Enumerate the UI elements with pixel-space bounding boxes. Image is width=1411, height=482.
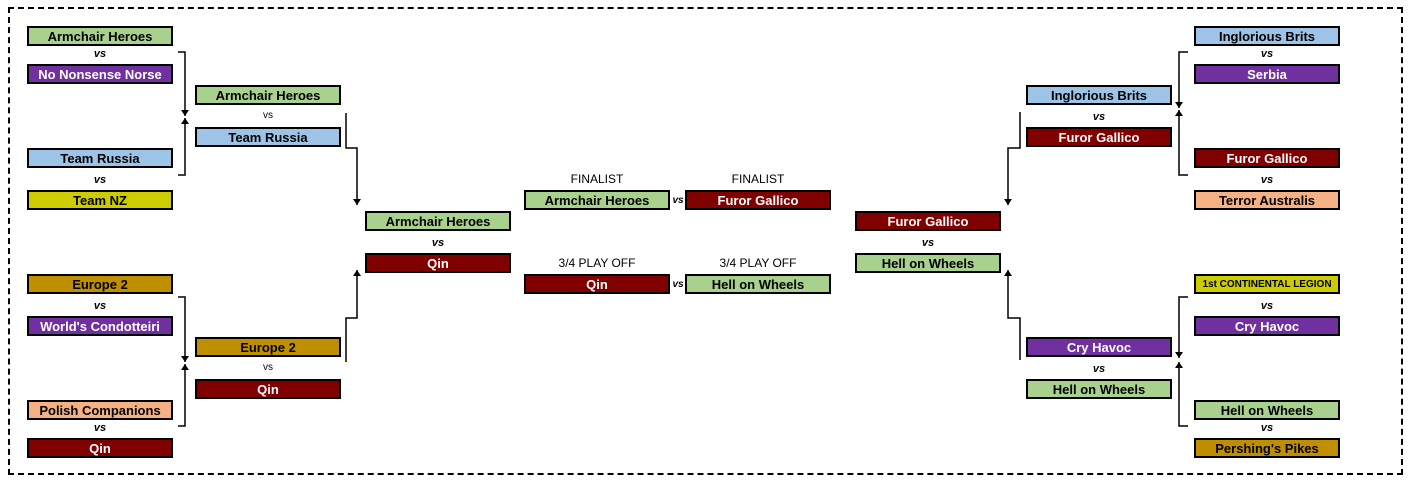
team-box: World's Condotteiri [27,316,173,336]
arrow-up [181,364,189,370]
connector-line [1178,362,1188,427]
connector-line [1178,110,1188,176]
team-box: Team Russia [195,127,341,147]
team-box: Qin [365,253,511,273]
vs-label: vs [263,110,273,121]
connector-line [1178,51,1188,108]
connector-line [178,118,186,176]
arrow-down [1175,102,1183,108]
finalist-label: FINALIST [731,172,785,186]
arrow-up [1004,270,1012,276]
connector-line [178,296,186,362]
team-box: Furor Gallico [1026,127,1172,147]
arrow-down [181,356,189,362]
team-box: Inglorious Brits [1194,26,1340,46]
connector-line [345,113,358,205]
arrow-up [1175,362,1183,368]
bracket-frame [8,7,1403,475]
vs-label: vs [93,48,107,60]
vs-label: vs [93,422,107,434]
team-box: Team Russia [27,148,173,168]
finalist-box: Armchair Heroes [524,190,670,210]
team-box: Hell on Wheels [1026,379,1172,399]
vs-label: vs [1260,174,1274,186]
arrow-down [1175,352,1183,358]
team-box: Armchair Heroes [365,211,511,231]
team-box: Terror Australis [1194,190,1340,210]
vs-label: vs [921,237,935,249]
team-box: Furor Gallico [855,211,1001,231]
playoff-label: 3/4 PLAY OFF [719,256,797,270]
team-box: Qin [27,438,173,458]
vs-label: vs [263,362,273,373]
connector-line [178,364,186,427]
vs-label: vs [93,174,107,186]
vs-label: vs [93,300,107,312]
team-box: Polish Companions [27,400,173,420]
team-box: Armchair Heroes [195,85,341,105]
team-box: Inglorious Brits [1026,85,1172,105]
arrow-up [1175,110,1183,116]
vs-label: vs [1092,111,1106,123]
arrow-down [1004,199,1012,205]
team-box: Pershing's Pikes [1194,438,1340,458]
finalist-label: FINALIST [570,172,624,186]
vs-label: vs [672,279,684,290]
team-box: Europe 2 [195,337,341,357]
arrow-down [353,199,361,205]
playoff-box: Hell on Wheels [685,274,831,294]
arrow-up [181,118,189,124]
vs-label: vs [1260,422,1274,434]
team-box: Hell on Wheels [855,253,1001,273]
team-box: Cry Havoc [1194,316,1340,336]
team-box: Serbia [1194,64,1340,84]
team-box: 1st CONTINENTAL LEGION [1194,274,1340,294]
playoff-box: Qin [524,274,670,294]
vs-label: vs [431,237,445,249]
connector-line [1007,270,1021,360]
team-box: Hell on Wheels [1194,400,1340,420]
team-box: No Nonsense Norse [27,64,173,84]
team-box: Cry Havoc [1026,337,1172,357]
vs-label: vs [1260,300,1274,312]
vs-label: vs [1260,48,1274,60]
connector-line [178,51,186,116]
team-box: Furor Gallico [1194,148,1340,168]
finalist-box: Furor Gallico [685,190,831,210]
vs-label: vs [1092,363,1106,375]
team-box: Qin [195,379,341,399]
connector-line [1007,112,1021,205]
playoff-label: 3/4 PLAY OFF [558,256,636,270]
arrow-up [353,270,361,276]
vs-label: vs [672,195,684,206]
connector-line [345,270,358,362]
team-box: Europe 2 [27,274,173,294]
team-box: Armchair Heroes [27,26,173,46]
connector-line [1178,296,1188,358]
arrow-down [181,110,189,116]
team-box: Team NZ [27,190,173,210]
